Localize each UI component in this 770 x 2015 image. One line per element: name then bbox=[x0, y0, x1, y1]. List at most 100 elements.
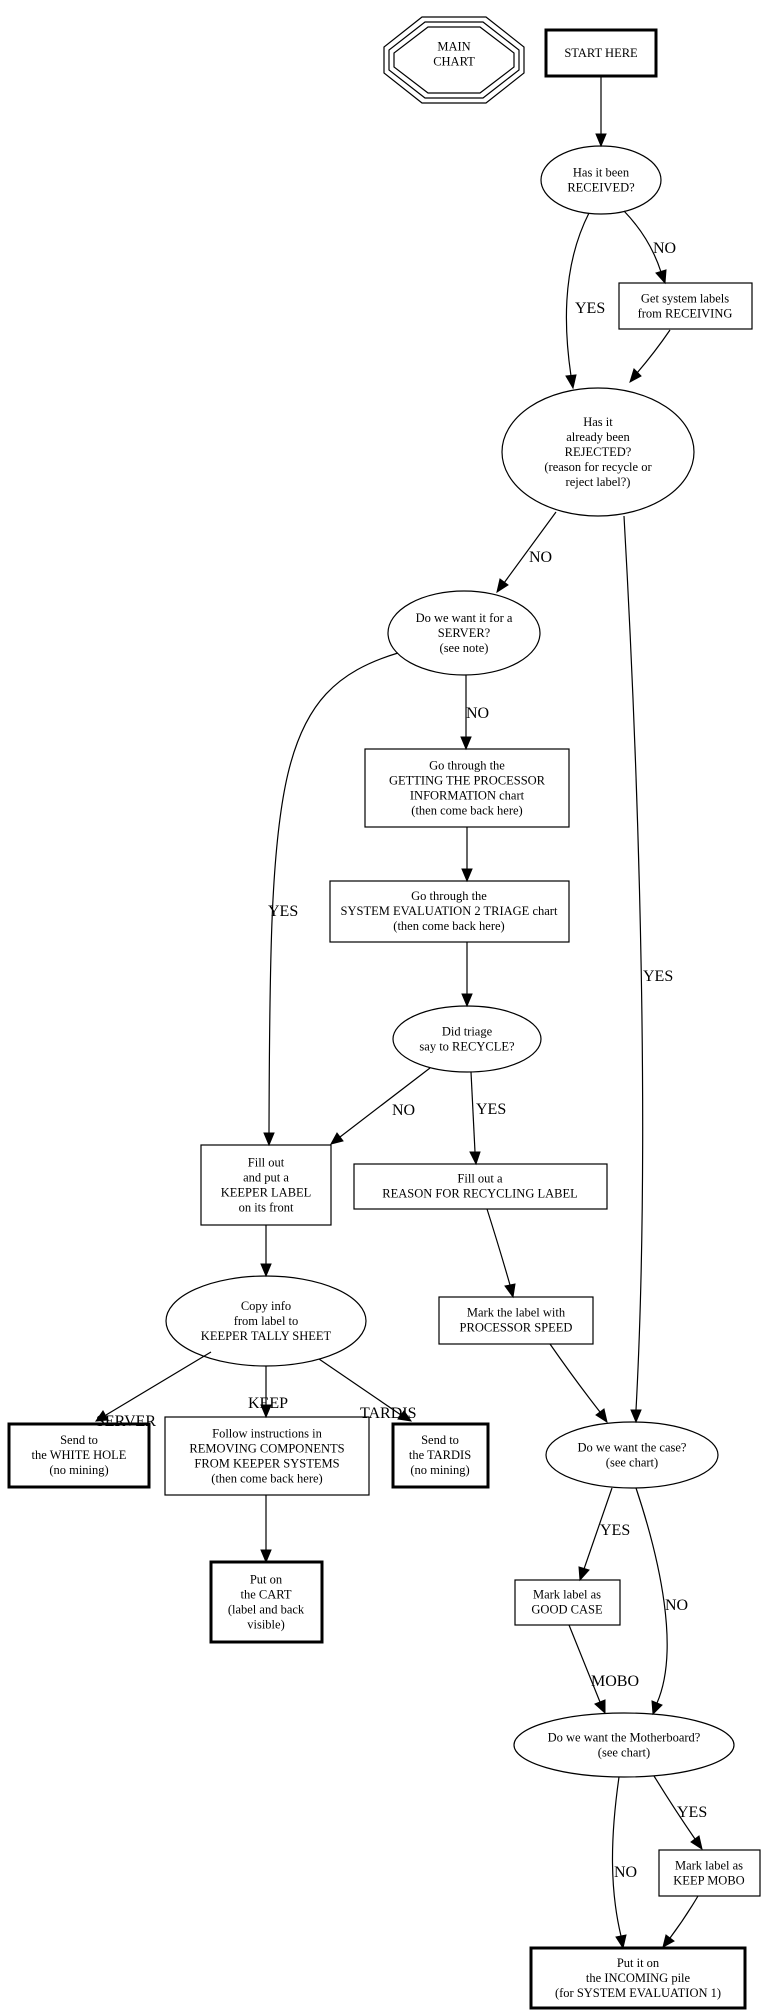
node-label-line: Follow instructions in bbox=[212, 1427, 322, 1441]
node-label-line: GOOD CASE bbox=[531, 1603, 603, 1617]
edge-label-mobo-no: NO bbox=[614, 1864, 637, 1881]
edge-label-copy-server: SERVER bbox=[96, 1413, 156, 1430]
edge-label-rejected-no: NO bbox=[529, 549, 552, 566]
node-label-line: KEEPER LABEL bbox=[221, 1186, 312, 1200]
edge-label-server-yes: YES bbox=[268, 903, 298, 920]
node-label-line: Fill out bbox=[248, 1156, 285, 1170]
edge-label-rejected-yes: YES bbox=[643, 968, 673, 985]
node-label-line: Mark label as bbox=[675, 1859, 743, 1873]
node-label-line: Has it bbox=[583, 415, 613, 429]
node-label-line: visible) bbox=[247, 1618, 285, 1632]
node-label-line: Do we want it for a bbox=[416, 611, 513, 625]
node-label: Do we want the case?(see chart) bbox=[578, 1441, 687, 1470]
node-label-line: KEEP MOBO bbox=[673, 1874, 744, 1888]
node-label-line: the CART bbox=[241, 1588, 292, 1602]
node-label-line: KEEPER TALLY SHEET bbox=[201, 1329, 332, 1343]
node-start-here: START HERE bbox=[544, 28, 658, 78]
node-label-line: the WHITE HOLE bbox=[32, 1448, 127, 1462]
node-label-line: FROM KEEPER SYSTEMS bbox=[194, 1457, 339, 1471]
node-label-line: SERVER? bbox=[438, 626, 491, 640]
edge-label-received-yes: YES bbox=[575, 300, 605, 317]
node-label-line: PROCESSOR SPEED bbox=[460, 1321, 573, 1335]
edge-label-case-no: NO bbox=[665, 1597, 688, 1614]
node-label-line: the TARDIS bbox=[409, 1448, 471, 1462]
edge-label-mobo-yes: YES bbox=[677, 1804, 707, 1821]
node-label-line: Copy info bbox=[241, 1299, 291, 1313]
node-want-case: Do we want the case?(see chart) bbox=[545, 1421, 719, 1489]
edge-label-recycle-no: NO bbox=[392, 1102, 415, 1119]
node-label-line: RECEIVED? bbox=[567, 181, 635, 195]
node-label-line: Mark label as bbox=[533, 1588, 601, 1602]
edge-label-case-yes: YES bbox=[600, 1522, 630, 1539]
node-label-line: Put on bbox=[250, 1573, 283, 1587]
node-label-line: (label and back bbox=[228, 1603, 305, 1617]
node-label-line: from RECEIVING bbox=[638, 307, 733, 321]
node-label-line: the INCOMING pile bbox=[586, 1971, 691, 1985]
node-label-line: (see chart) bbox=[606, 1456, 658, 1470]
edge-label-recycle-yes: YES bbox=[476, 1101, 506, 1118]
node-label-line: START HERE bbox=[564, 46, 638, 60]
edge-label-server-no: NO bbox=[466, 705, 489, 722]
node-label-line: (then come back here) bbox=[211, 1472, 322, 1486]
node-label-line: (reason for recycle or bbox=[544, 460, 652, 474]
node-label-line: from label to bbox=[234, 1314, 299, 1328]
node-label-line: Did triage bbox=[442, 1025, 493, 1039]
node-label-line: (see chart) bbox=[598, 1746, 650, 1760]
node-label-line: say to RECYCLE? bbox=[419, 1040, 515, 1054]
node-want-motherboard: Do we want the Motherboard?(see chart) bbox=[513, 1712, 735, 1778]
node-label-line: Go through the bbox=[429, 759, 505, 773]
node-label-line: Do we want the case? bbox=[578, 1441, 687, 1455]
node-label-line: CHART bbox=[433, 55, 475, 69]
edge-label-copy-keep: KEEP bbox=[248, 1395, 288, 1412]
edges bbox=[94, 76, 703, 1950]
edge-labels: NO YES NO YES NO YES NO YES SERVER KEEP … bbox=[96, 240, 707, 1881]
node-label-line: REMOVING COMPONENTS bbox=[189, 1442, 344, 1456]
node-label-line: (for SYSTEM EVALUATION 1) bbox=[555, 1986, 721, 2000]
node-label-line: (no mining) bbox=[49, 1463, 108, 1477]
node-label: Do we want the Motherboard?(see chart) bbox=[548, 1731, 701, 1760]
node-label-line: MAIN bbox=[437, 40, 470, 54]
node-label-line: Get system labels bbox=[641, 292, 729, 306]
node-label-line: Go through the bbox=[411, 889, 487, 903]
node-label-line: Fill out a bbox=[457, 1172, 503, 1186]
node-label-line: GETTING THE PROCESSOR bbox=[389, 774, 546, 788]
node-label-line: on its front bbox=[239, 1201, 294, 1215]
edge-label-copy-tardis: TARDIS bbox=[360, 1405, 417, 1422]
node-label-line: Send to bbox=[421, 1433, 459, 1447]
node-label-line: REJECTED? bbox=[565, 445, 632, 459]
node-label-line: Has it been bbox=[573, 166, 630, 180]
node-label-line: Send to bbox=[60, 1433, 98, 1447]
node-label-line: (see note) bbox=[440, 641, 489, 655]
node-label-line: already been bbox=[566, 430, 630, 444]
